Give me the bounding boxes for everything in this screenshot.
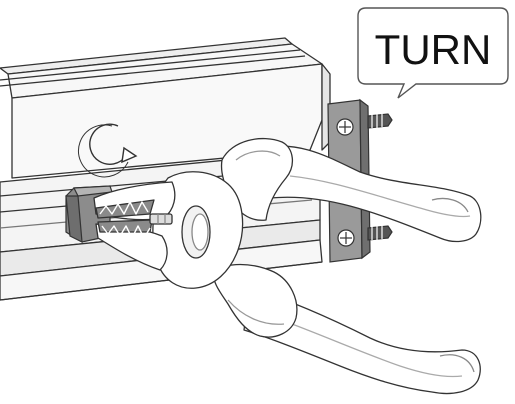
lower-bolster — [213, 263, 298, 338]
screw-thread-bottom — [367, 225, 393, 241]
pliers — [93, 138, 482, 395]
jaw-teeth — [95, 199, 155, 233]
callout-bubble — [357, 7, 509, 99]
screw-head-bottom — [337, 229, 355, 247]
turn-callout: TURN — [357, 7, 509, 99]
rotate-clockwise-icon — [78, 123, 138, 178]
lower-handle — [243, 287, 481, 395]
callout-text: TURN — [375, 26, 492, 73]
screw-thread-top — [367, 113, 393, 129]
screw-head-top — [336, 118, 354, 136]
